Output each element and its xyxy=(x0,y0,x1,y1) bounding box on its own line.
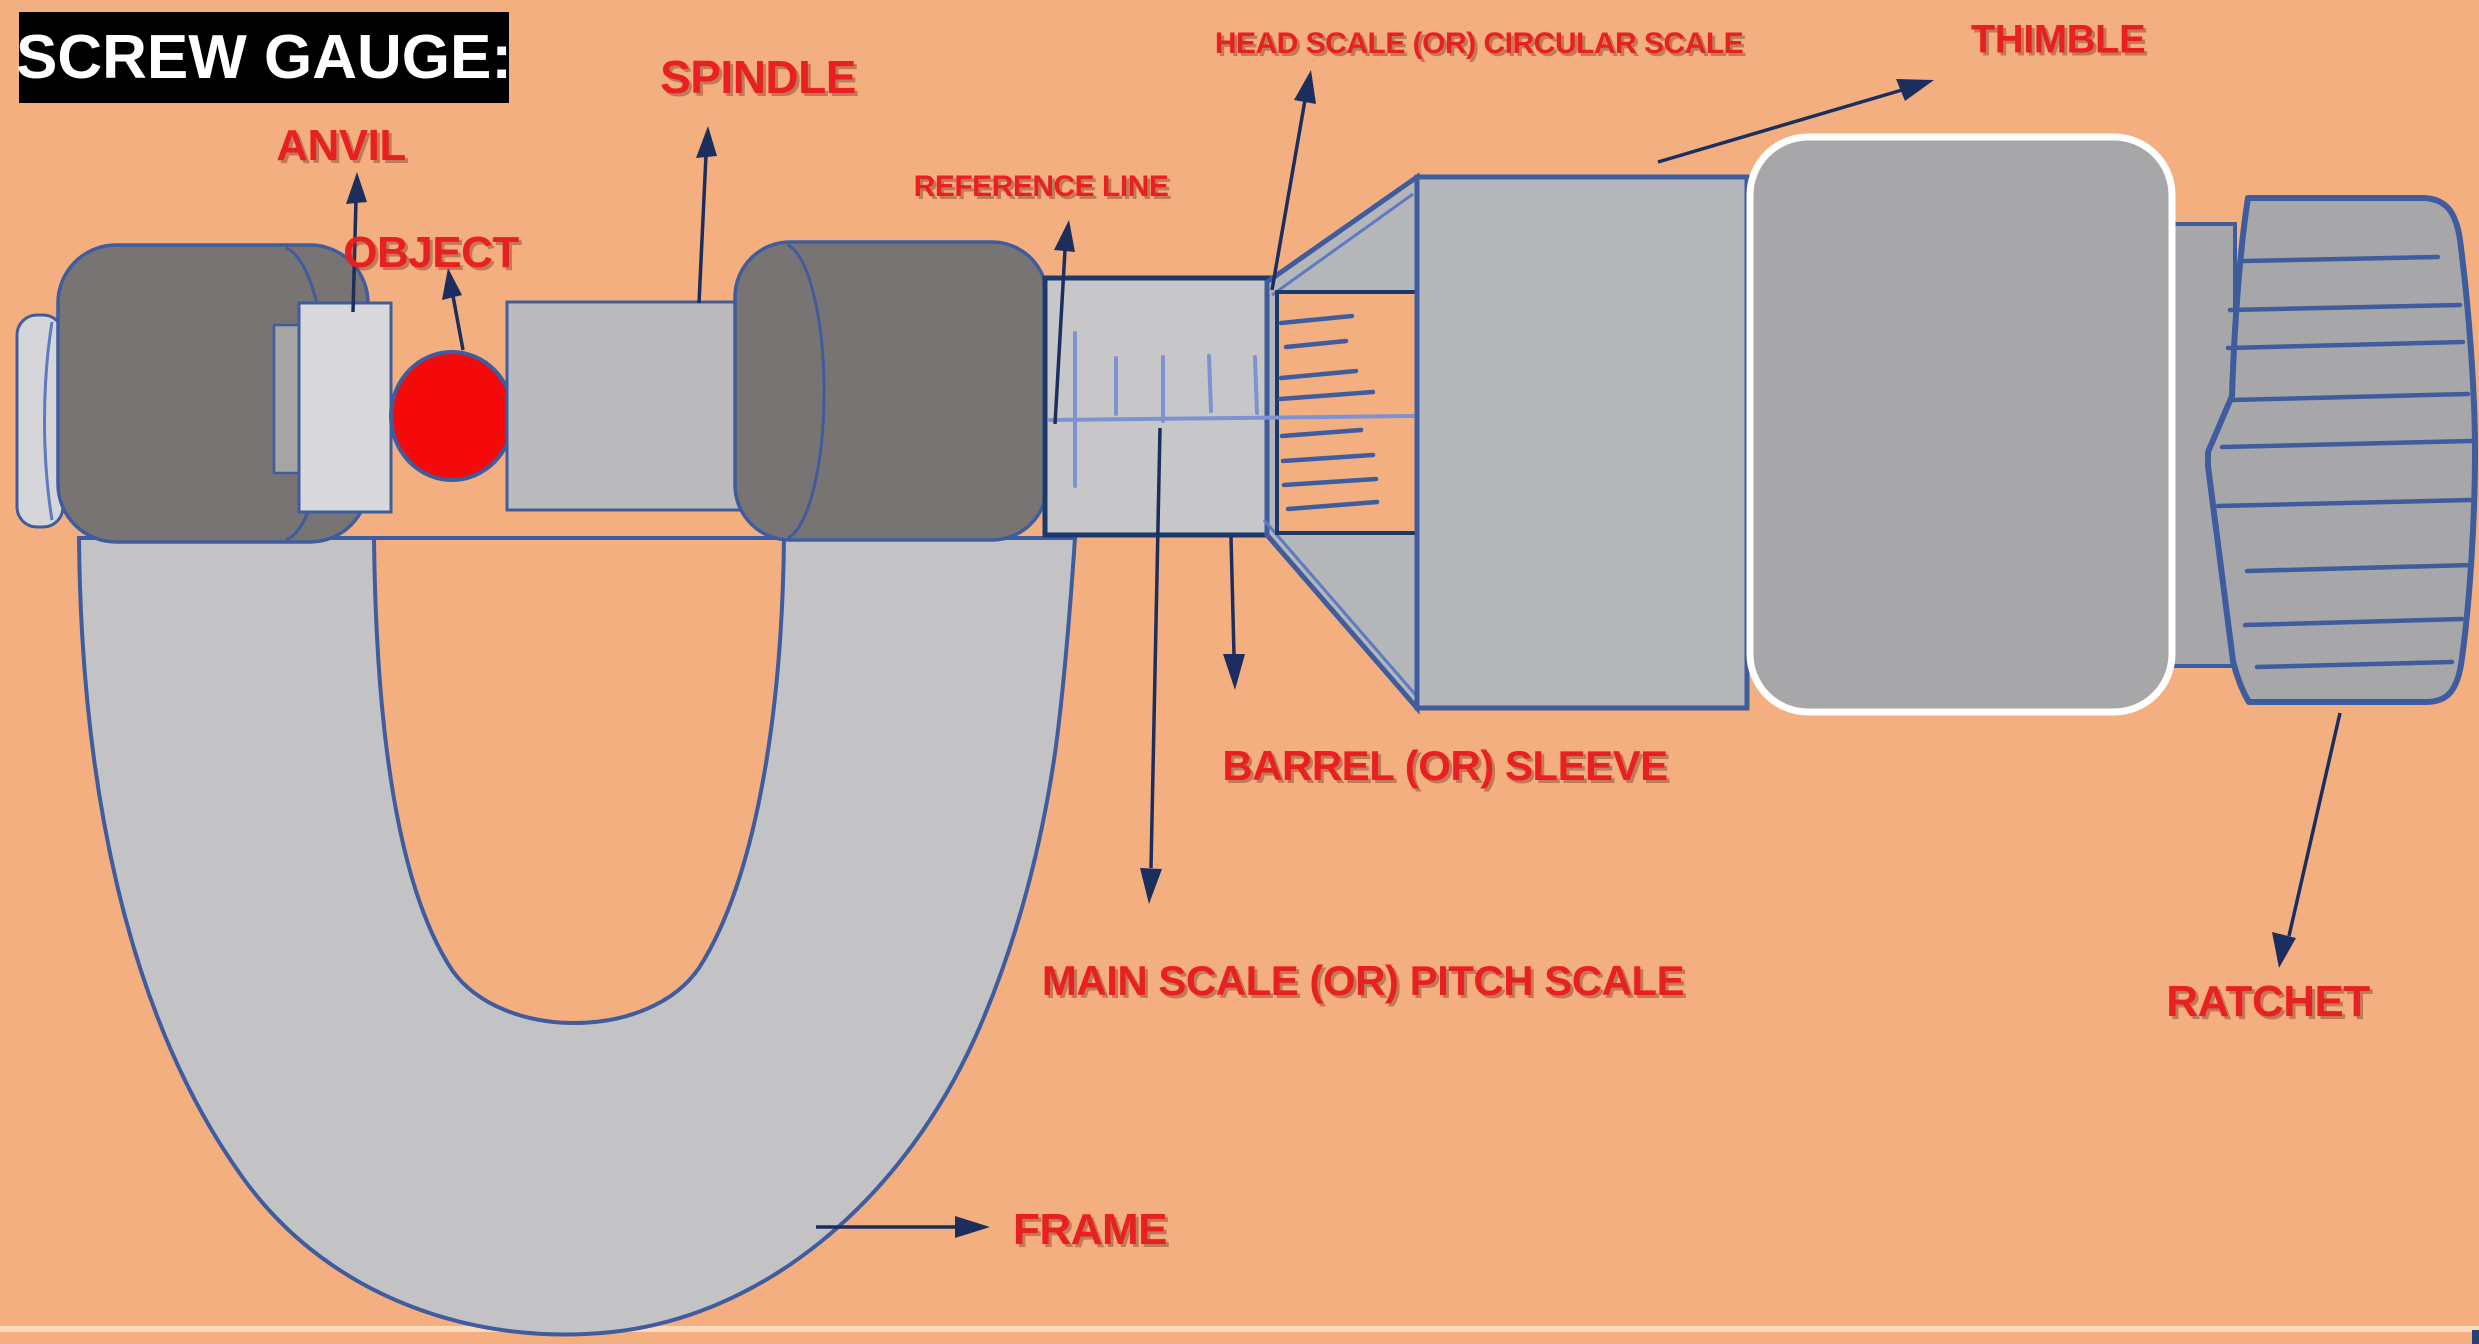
head-scale-window xyxy=(1275,290,1419,535)
thimble-block xyxy=(1414,174,1750,711)
label-object: OBJECT xyxy=(343,228,519,277)
label-thimble: THIMBLE xyxy=(1970,17,2146,62)
frame-arrow xyxy=(816,1216,990,1238)
slide-bottom-edge-line xyxy=(0,1326,2479,1332)
reference-line-arrow xyxy=(1053,220,1075,425)
object-ball xyxy=(389,350,515,482)
anvil-end-cap xyxy=(15,313,65,529)
anvil-spacer xyxy=(272,323,303,475)
ratchet-arrow xyxy=(2272,712,2342,968)
collar-face-line xyxy=(787,243,826,540)
ratchet-shape xyxy=(2205,195,2478,705)
anvil-arrow xyxy=(346,172,367,313)
label-ratchet: RATCHET xyxy=(2166,977,2370,1026)
thimble-shape xyxy=(1746,133,2176,716)
main-scale-arrow xyxy=(1140,427,1162,904)
corner-mark xyxy=(2472,1330,2479,1344)
frame-shape xyxy=(76,536,1078,1337)
page-title: SCREW GAUGE: xyxy=(16,12,512,103)
label-head-scale: HEAD SCALE (OR) CIRCULAR SCALE xyxy=(1214,27,1744,60)
ratchet-thread-lines xyxy=(2215,254,2475,670)
label-frame: FRAME xyxy=(1013,1205,1167,1254)
head-scale-ticks xyxy=(1277,313,1380,512)
anvil-end-cap-curve xyxy=(43,321,54,521)
main-scale-ticks xyxy=(1073,331,1259,488)
cone-top-inner-line xyxy=(1271,192,1414,297)
spindle-arrow xyxy=(696,126,717,304)
label-anvil: ANVIL xyxy=(276,121,406,170)
anvil-tip xyxy=(297,301,393,514)
cone-bottom-inner-line xyxy=(1262,519,1422,701)
thimble-arrow xyxy=(1657,79,1934,164)
head-scale-arrow xyxy=(1270,70,1316,291)
barrel-arrow xyxy=(1223,536,1245,690)
object-arrow xyxy=(442,268,465,351)
collar-cylinder xyxy=(733,240,1049,542)
label-reference-line: REFERENCE LINE xyxy=(913,170,1169,203)
label-spindle: SPINDLE xyxy=(660,51,856,103)
reference-line-mark xyxy=(1048,414,1416,422)
label-main-scale: MAIN SCALE (OR) PITCH SCALE xyxy=(1041,957,1685,1004)
label-barrel: BARREL (OR) SLEEVE xyxy=(1222,742,1668,789)
